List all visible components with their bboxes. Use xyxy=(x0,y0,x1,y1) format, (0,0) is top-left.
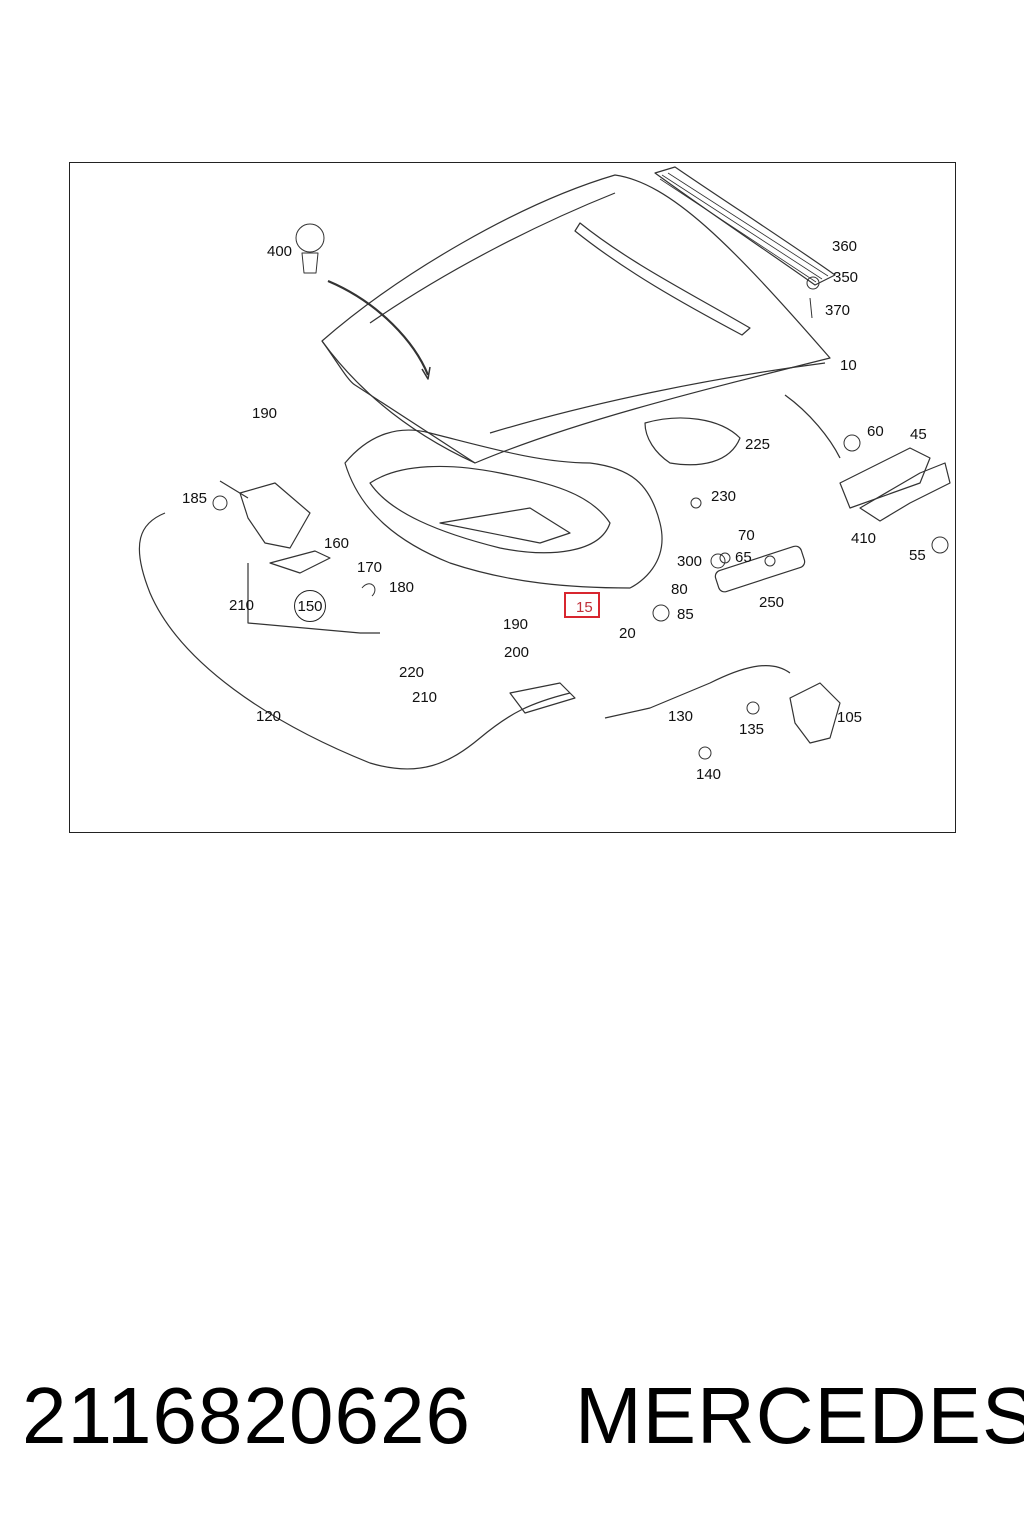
callout-65[interactable]: 65 xyxy=(735,549,752,566)
callout-185[interactable]: 185 xyxy=(182,490,208,507)
hood-vent xyxy=(574,222,751,336)
callout-230[interactable]: 230 xyxy=(711,488,737,505)
latch-105 xyxy=(789,682,841,744)
part-number: 2116820626 xyxy=(22,1371,471,1460)
callout-130[interactable]: 130 xyxy=(668,708,694,725)
release-cable-130 xyxy=(604,665,791,719)
callout-210b[interactable]: 210 xyxy=(412,689,438,706)
release-handle xyxy=(509,682,576,714)
callout-80[interactable]: 80 xyxy=(671,581,688,598)
callout-250[interactable]: 250 xyxy=(759,594,785,611)
callout-370[interactable]: 370 xyxy=(825,302,851,319)
callout-150[interactable]: 150 xyxy=(294,590,326,622)
pad-225 xyxy=(644,417,741,466)
callout-200[interactable]: 200 xyxy=(504,644,530,661)
hinge-right xyxy=(839,447,931,509)
arrow-hinge xyxy=(784,394,841,459)
callout-170[interactable]: 170 xyxy=(357,559,383,576)
callout-300[interactable]: 300 xyxy=(677,553,703,570)
callout-400[interactable]: 400 xyxy=(267,243,293,260)
hood-crease-2 xyxy=(489,362,826,434)
callout-190a[interactable]: 190 xyxy=(252,405,278,422)
callout-55[interactable]: 55 xyxy=(909,547,926,564)
callout-135[interactable]: 135 xyxy=(739,721,765,738)
callout-225[interactable]: 225 xyxy=(745,436,771,453)
hinge-left xyxy=(239,482,311,549)
callout-180[interactable]: 180 xyxy=(389,579,415,596)
callout-190b[interactable]: 190 xyxy=(503,616,529,633)
callout-20[interactable]: 20 xyxy=(619,625,636,642)
release-cable-120 xyxy=(138,512,571,770)
hood-panel xyxy=(321,174,831,464)
callout-350[interactable]: 350 xyxy=(833,269,859,286)
callout-160[interactable]: 160 xyxy=(324,535,350,552)
cowl-grille xyxy=(654,166,836,286)
callout-45[interactable]: 45 xyxy=(910,426,927,443)
footer: 2116820626 MERCEDES xyxy=(0,1370,1024,1470)
callout-410[interactable]: 410 xyxy=(851,530,877,547)
insulation-pad-inner xyxy=(369,465,611,554)
callout-220[interactable]: 220 xyxy=(399,664,425,681)
parts-diagram: 400 360 350 370 10 190 225 60 45 185 230… xyxy=(69,162,956,833)
callout-70[interactable]: 70 xyxy=(738,527,755,544)
callout-105[interactable]: 105 xyxy=(837,709,863,726)
callout-15-highlighted[interactable]: 15 xyxy=(564,592,600,618)
callout-210a[interactable]: 210 xyxy=(229,597,255,614)
callout-85[interactable]: 85 xyxy=(677,606,694,623)
callout-120[interactable]: 120 xyxy=(256,708,282,725)
hood-exploded-view xyxy=(138,166,951,770)
hood-crease xyxy=(369,192,616,324)
gas-strut xyxy=(714,545,806,593)
callout-360[interactable]: 360 xyxy=(832,238,858,255)
callout-10[interactable]: 10 xyxy=(840,357,857,374)
brand-name: MERCEDES xyxy=(575,1371,1024,1460)
insulation-pad xyxy=(344,429,663,589)
arrow-emblem xyxy=(327,279,430,376)
callout-140[interactable]: 140 xyxy=(696,766,722,783)
callout-60[interactable]: 60 xyxy=(867,423,884,440)
hood-panel-front-edge xyxy=(321,340,476,464)
